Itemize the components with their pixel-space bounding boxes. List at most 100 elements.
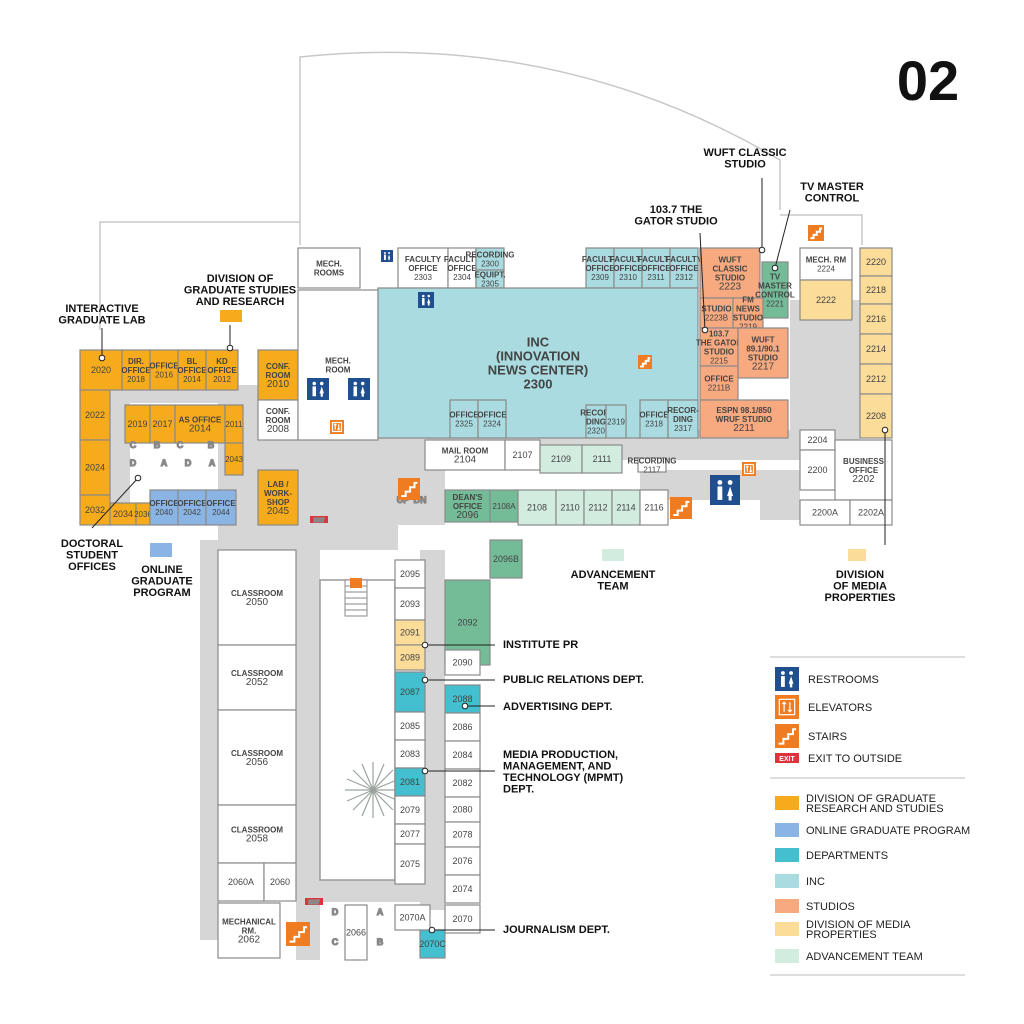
room-letter: A: [377, 907, 384, 917]
room-label: MECH.: [325, 356, 351, 365]
room-label: OFFICE: [704, 374, 734, 383]
room-label: MAIL ROOM: [442, 446, 489, 455]
room-r2070a: 2070A: [394, 904, 431, 931]
room-label: 2070A: [399, 913, 425, 923]
room-label: FACULTY: [405, 255, 442, 264]
elevator-icon: [775, 695, 799, 719]
room-label: 2090: [452, 658, 472, 668]
exit-badge: EXIT: [310, 516, 328, 525]
stairs-icon: [398, 478, 420, 500]
room-label: 2042: [183, 508, 201, 517]
room-label: WRUF STUDIO: [716, 415, 772, 424]
leader-dot: [421, 641, 429, 649]
room-label: 2085: [400, 721, 420, 731]
room-label: 2008: [267, 424, 290, 435]
room-label: 2075: [400, 859, 420, 869]
room-letter: B: [154, 440, 161, 450]
legend-label: RESTROOMS: [808, 674, 879, 686]
room-r2109: 2109: [539, 444, 583, 474]
room-label: 2202: [852, 474, 875, 485]
room-label: CLASSROOM: [231, 589, 283, 598]
room-label: 2112: [588, 503, 607, 513]
room-r2116: 2116: [639, 489, 669, 526]
room-letter: C: [177, 440, 184, 450]
room-r2087: 2087: [394, 671, 426, 713]
room-label: OFFICE: [121, 366, 151, 375]
leader-dot: [134, 474, 142, 482]
room-label: OFFICE: [449, 410, 479, 419]
room-r2093: 2093: [394, 587, 426, 621]
room-label: 2045: [267, 506, 290, 517]
room-label: 2319: [607, 417, 625, 426]
room-label: 2012: [213, 375, 231, 384]
room-label: FACULTY: [666, 255, 703, 264]
room-label: 2070: [452, 914, 472, 924]
room-label: CLASSIC: [712, 264, 747, 273]
room-r2107: 2107: [504, 439, 541, 471]
room-label: 2082: [452, 778, 472, 788]
room-label: RM.: [242, 926, 257, 935]
restroom-icon: [775, 667, 799, 691]
leader-dot: [881, 426, 889, 434]
room-label: 2066: [346, 928, 366, 938]
room-label: 2040: [155, 508, 173, 517]
room-label: 2087: [400, 687, 420, 697]
room-label: 2202A: [858, 508, 884, 518]
room-letter: C: [130, 440, 137, 450]
legend-swatch: [775, 796, 799, 810]
room-label: OFFICE: [177, 499, 207, 508]
room-r2096b: 2096B: [489, 539, 523, 579]
room-r2319: 2319: [605, 404, 627, 439]
room-label: 2320: [587, 426, 605, 435]
room-label: RECORDING: [466, 250, 515, 259]
room-r2079: 2079: [394, 795, 426, 825]
room-label: 2325: [455, 419, 473, 428]
room-r2024: 2024: [79, 439, 111, 496]
legend-swatch: [775, 848, 799, 862]
stairs-icon: [286, 922, 310, 946]
room-label: STUDIO: [748, 353, 778, 362]
room-label: 2222: [816, 295, 836, 305]
room-label: DING: [586, 417, 606, 426]
room-label: RECOR-: [667, 406, 699, 415]
room-label: INC: [527, 335, 550, 350]
room-label: 2223B: [705, 313, 728, 322]
courtyard-stairs: [344, 578, 368, 617]
room-r2081: 2081: [394, 767, 426, 797]
room-label: MECH. RM: [806, 255, 847, 264]
room-label: 2211: [733, 423, 755, 434]
room-label: 2114: [616, 503, 635, 513]
room-label: 2044: [212, 508, 230, 517]
room-label: 2014: [183, 375, 201, 384]
room-label: (INNOVATION: [496, 349, 580, 364]
room-r2070c: 2070C: [419, 929, 446, 959]
room-label: OFFICE: [613, 264, 643, 273]
room-label: 2034: [113, 509, 133, 519]
room-label: 2107: [512, 450, 532, 460]
room-label: 2300: [481, 259, 499, 268]
room-label: 2019: [127, 419, 147, 429]
room-r2114: 2114: [611, 489, 641, 526]
room-label: EQUIPT.: [474, 270, 505, 279]
room-label: OFFICE: [149, 499, 179, 508]
callout-journalism: JOURNALISM DEPT.: [503, 924, 610, 936]
room-label: BUSINESS: [843, 457, 885, 466]
room-label: OFFICE: [639, 410, 669, 419]
leader-dot: [701, 326, 709, 334]
room-label: 2076: [452, 856, 472, 866]
room-label: 2108: [527, 503, 547, 513]
leader-dot: [428, 926, 436, 934]
room-label: 2312: [675, 273, 693, 282]
svg-text:EXIT: EXIT: [308, 900, 319, 906]
